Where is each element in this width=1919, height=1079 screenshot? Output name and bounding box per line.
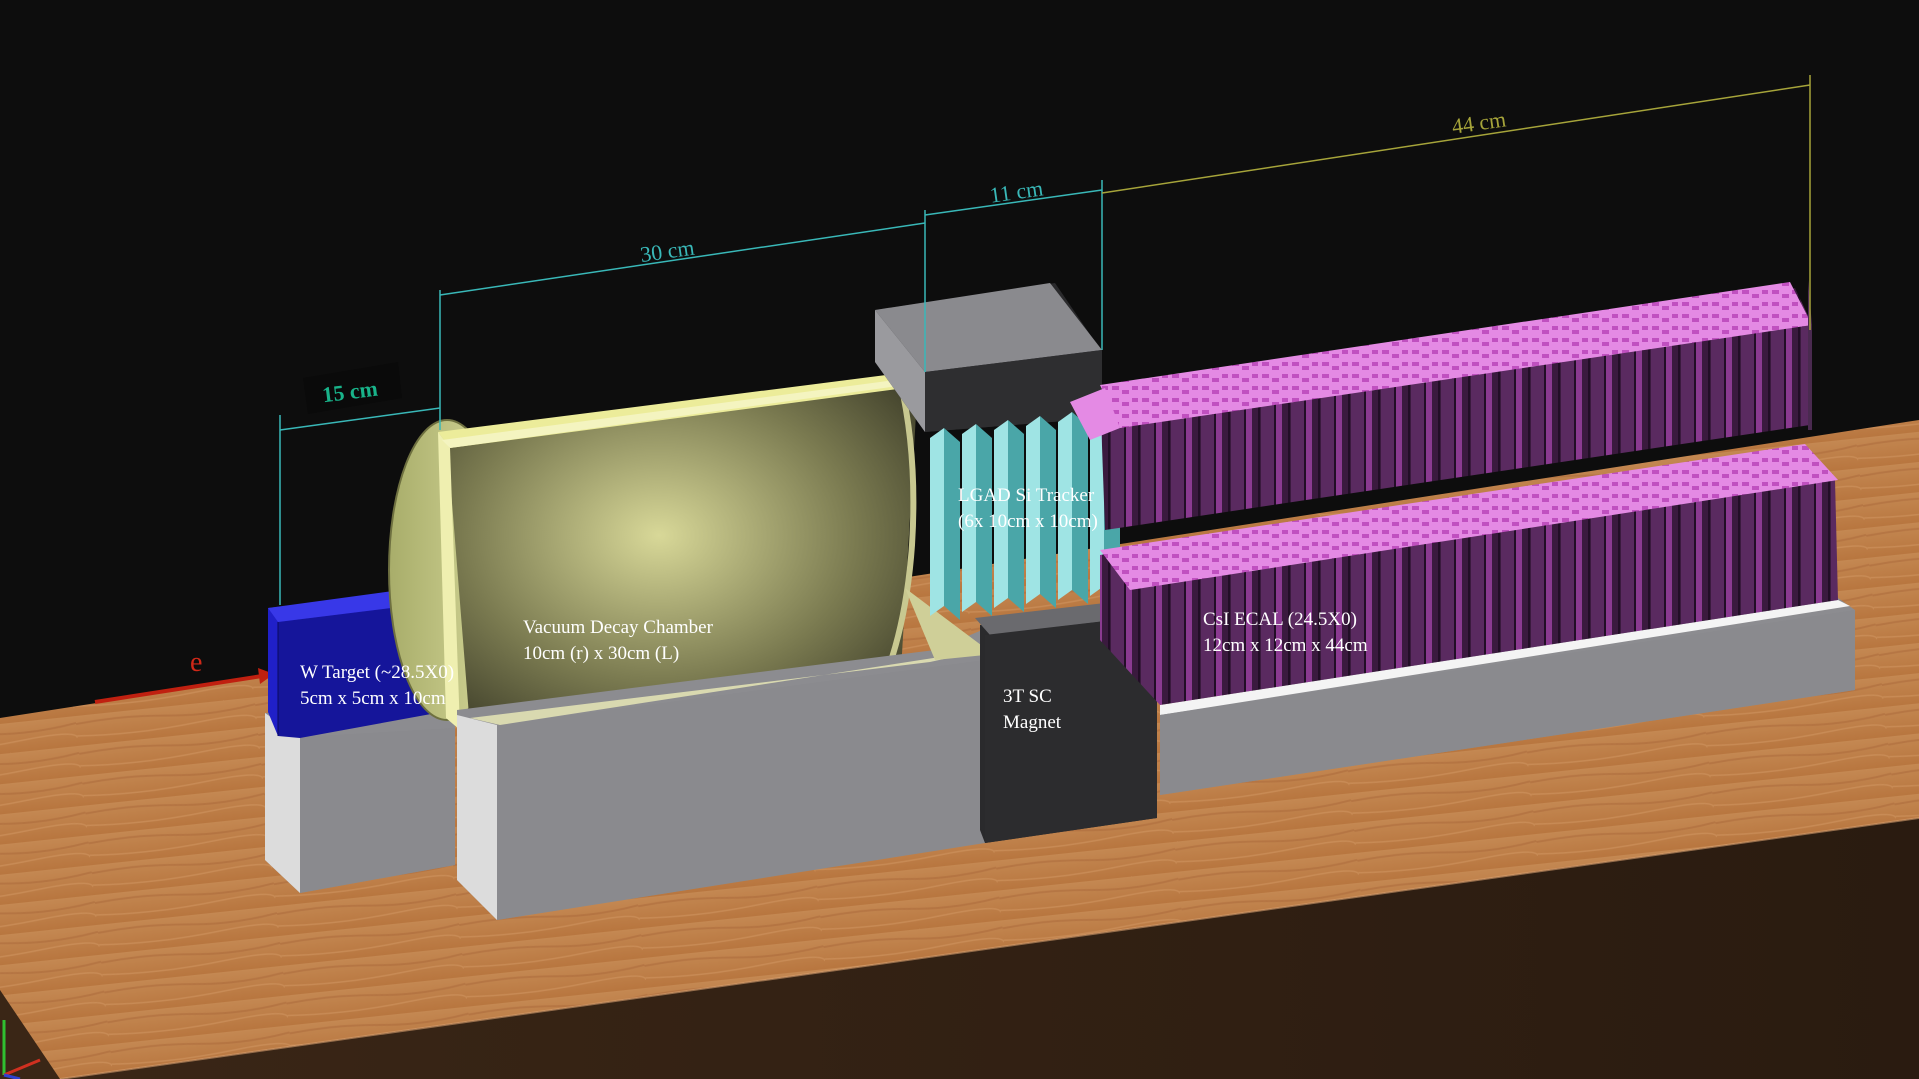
chamber-label-line1: Vacuum Decay Chamber [523, 617, 714, 638]
target-label-line1: W Target (~28.5X0) [300, 662, 454, 683]
tracker-plane-side [976, 424, 992, 616]
target-stand [265, 710, 455, 893]
tracker-plane-side [1040, 416, 1056, 608]
tracker-plane-side [1008, 420, 1024, 612]
tracker-plane [994, 420, 1008, 608]
beam-label: e [190, 647, 202, 678]
tracker-label-line2: (6x 10cm x 10cm) [958, 511, 1098, 532]
tracker-plane [1058, 412, 1072, 600]
tracker-plane [930, 428, 944, 616]
magnet-label-line2: Magnet [1003, 712, 1062, 733]
target-label-line2: 5cm x 5cm x 10cm [300, 688, 446, 709]
dim-label-15cm: 15 cm [303, 362, 402, 414]
ecal-label-line2: 12cm x 12cm x 44cm [1203, 635, 1368, 656]
tracker-plane-side [944, 428, 960, 620]
dimension-lines [279, 75, 1811, 605]
chamber-label-line2: 10cm (r) x 30cm (L) [523, 643, 679, 664]
tracker-label-line1: LGAD Si Tracker [958, 485, 1095, 506]
tracker-plane [962, 424, 976, 612]
tracker-plane-side [1072, 412, 1088, 604]
csi-ecal [1070, 280, 1855, 795]
tracker-plane [1026, 416, 1040, 604]
magnet-label-line1: 3T SC [1003, 686, 1052, 707]
beam-arrow [94, 668, 274, 704]
ecal-label-line1: CsI ECAL (24.5X0) [1203, 609, 1357, 630]
sc-magnet [875, 283, 1157, 843]
axis-triad-icon [2, 1020, 41, 1079]
tracker-plane [1090, 408, 1104, 596]
vacuum-decay-chamber [388, 371, 985, 920]
